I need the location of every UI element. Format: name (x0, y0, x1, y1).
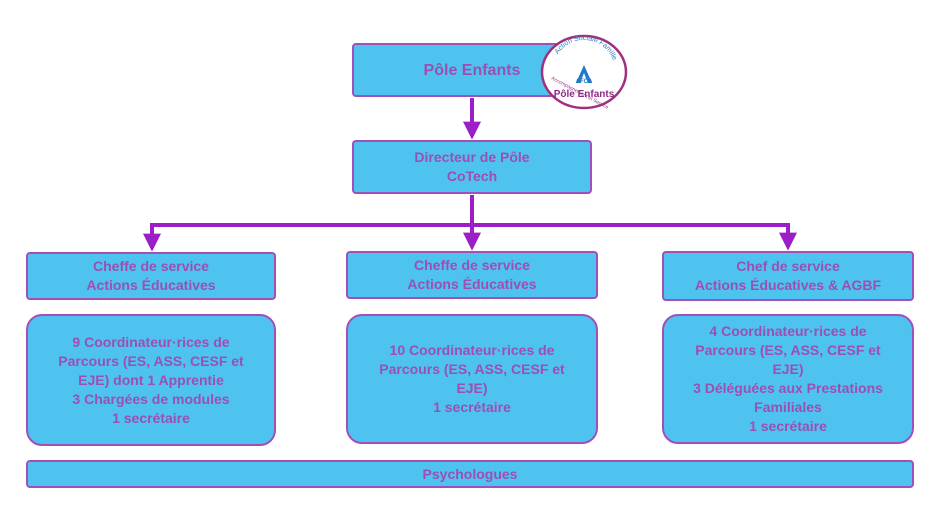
service-head-1-subtitle: Actions Éducatives (86, 277, 216, 293)
detail-line: 10 Coordinateur·rices de (389, 342, 555, 358)
detail-line: 1 secrétaire (433, 399, 511, 415)
pole-enfants-title: Pôle Enfants (423, 61, 521, 79)
director-title: Directeur de Pôle (414, 149, 530, 165)
detail-line: 9 Coordinateur·rices de (72, 333, 230, 350)
logo-caption: Pôle Enfants (554, 89, 615, 100)
detail-line: EJE) (772, 361, 804, 377)
psychologues-bar: Psychologues (26, 460, 914, 488)
director-box: Directeur de Pôle CoTech (352, 140, 592, 194)
logo-initials: AFCA (576, 79, 593, 85)
service-head-2: Cheffe de service Actions Éducatives (346, 251, 598, 299)
detail-line: Parcours (ES, ASS, CESF et (58, 352, 244, 369)
service-details-2: 10 Coordinateur·rices de Parcours (ES, A… (346, 314, 598, 444)
service-details-3: 4 Coordinateur·rices de Parcours (ES, AS… (662, 314, 914, 444)
detail-line: 3 Déléguées aux Prestations (693, 380, 883, 396)
service-head-2-title: Cheffe de service (414, 257, 530, 273)
detail-line: Parcours (ES, ASS, CESF et (379, 361, 565, 377)
service-head-3: Chef de service Actions Éducatives & AGB… (662, 251, 914, 301)
service-head-1: Cheffe de service Actions Éducatives (26, 252, 276, 300)
psychologues-label: Psychologues (422, 465, 518, 482)
service-details-1: 9 Coordinateur·rices de Parcours (ES, AS… (26, 314, 276, 446)
afca-logo: Action Sociale Famille Accompagnement et… (540, 34, 628, 111)
service-head-1-title: Cheffe de service (93, 258, 209, 274)
detail-line: 4 Coordinateur·rices de (709, 323, 867, 339)
service-head-3-title: Chef de service (736, 258, 840, 274)
detail-line: EJE) dont 1 Apprentie (78, 371, 224, 388)
detail-line: Familiales (754, 399, 822, 415)
detail-line: EJE) (456, 380, 488, 396)
detail-line: Parcours (ES, ASS, CESF et (695, 342, 881, 358)
director-subtitle: CoTech (446, 168, 498, 184)
service-head-2-subtitle: Actions Éducatives (407, 276, 537, 292)
detail-line: 1 secrétaire (749, 418, 827, 434)
detail-line: 1 secrétaire (112, 409, 190, 426)
detail-line: 3 Chargées de modules (72, 390, 230, 407)
service-head-3-subtitle: Actions Éducatives & AGBF (694, 277, 882, 293)
